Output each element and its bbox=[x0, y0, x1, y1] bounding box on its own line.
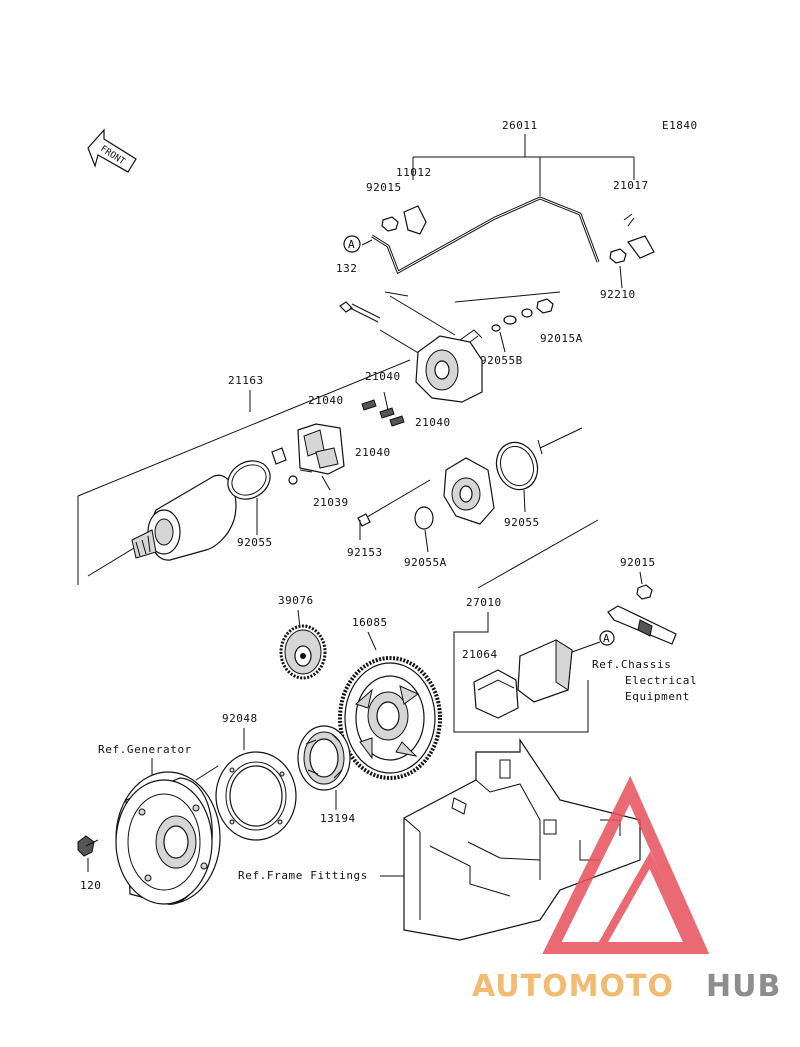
part-number-39076: 39076 bbox=[278, 594, 314, 607]
part-number-21040-a: 21040 bbox=[365, 370, 401, 383]
starter-front-cover-group: 92153 92055A 92055 bbox=[347, 427, 599, 589]
starter-motor-group: 21163 92055 bbox=[77, 359, 411, 585]
part-number-21040-d: 21040 bbox=[355, 446, 391, 459]
ref-generator-label: Ref.Generator bbox=[98, 743, 192, 756]
clutch-gear-group: 16085 bbox=[338, 616, 442, 780]
part-number-92055a: 92055A bbox=[404, 556, 447, 569]
watermark-logo: AUTOMOTO HUB bbox=[472, 775, 781, 1004]
part-number-132: 132 bbox=[336, 262, 357, 275]
part-number-27010: 27010 bbox=[466, 596, 502, 609]
part-number-92210: 92210 bbox=[600, 288, 636, 301]
part-number-26011: 26011 bbox=[502, 119, 538, 132]
callout-a-left: A bbox=[348, 238, 355, 251]
part-number-13194: 13194 bbox=[320, 812, 356, 825]
part-number-92055-left: 92055 bbox=[237, 536, 273, 549]
diagram-code: E1840 bbox=[662, 119, 698, 132]
watermark-text-part2: HUB bbox=[706, 969, 781, 1004]
ref-equipment-label: Equipment bbox=[625, 690, 690, 703]
part-number-92015a: 92015A bbox=[540, 332, 583, 345]
generator-rotor-group: Ref.Generator 120 bbox=[77, 743, 221, 905]
ref-electrical-label: Electrical bbox=[625, 674, 697, 687]
part-number-92055-right: 92055 bbox=[504, 516, 540, 529]
part-number-16085: 16085 bbox=[352, 616, 388, 629]
part-number-92153: 92153 bbox=[347, 546, 383, 559]
callout-a-right: A bbox=[603, 632, 610, 645]
watermark-text-part1: AUTOMOTO bbox=[472, 969, 674, 1004]
ref-chassis-label: Ref.Chassis bbox=[592, 658, 671, 671]
bearing-plate-group: 92048 bbox=[215, 712, 297, 841]
part-number-21040-b: 21040 bbox=[308, 394, 344, 407]
part-number-21163: 21163 bbox=[228, 374, 264, 387]
part-number-92055b: 92055B bbox=[480, 354, 523, 367]
part-number-92015-top: 92015 bbox=[366, 181, 402, 194]
part-number-11012: 11012 bbox=[396, 166, 432, 179]
part-number-120: 120 bbox=[80, 879, 101, 892]
part-number-92048: 92048 bbox=[222, 712, 258, 725]
idle-gear-group: 39076 bbox=[278, 594, 327, 680]
front-arrow-icon: FRONT bbox=[87, 128, 137, 173]
starter-cable-group: 26011 11012 92015 21017 A 132 92210 bbox=[336, 119, 655, 301]
part-number-21039: 21039 bbox=[313, 496, 349, 509]
part-number-92015-right: 92015 bbox=[620, 556, 656, 569]
part-number-21017: 21017 bbox=[613, 179, 649, 192]
part-number-21040-c: 21040 bbox=[415, 416, 451, 429]
starter-end-cover-group: 92015A 92055B bbox=[339, 291, 583, 427]
starter-relay-group: 92015 27010 21064 A Ref.Chassis Electric… bbox=[453, 556, 697, 733]
one-way-clutch-group: 13194 bbox=[297, 725, 356, 825]
ref-frame-label: Ref.Frame Fittings bbox=[238, 869, 368, 882]
part-number-21064: 21064 bbox=[462, 648, 498, 661]
frame-fittings-group: Ref.Frame Fittings bbox=[238, 738, 641, 941]
